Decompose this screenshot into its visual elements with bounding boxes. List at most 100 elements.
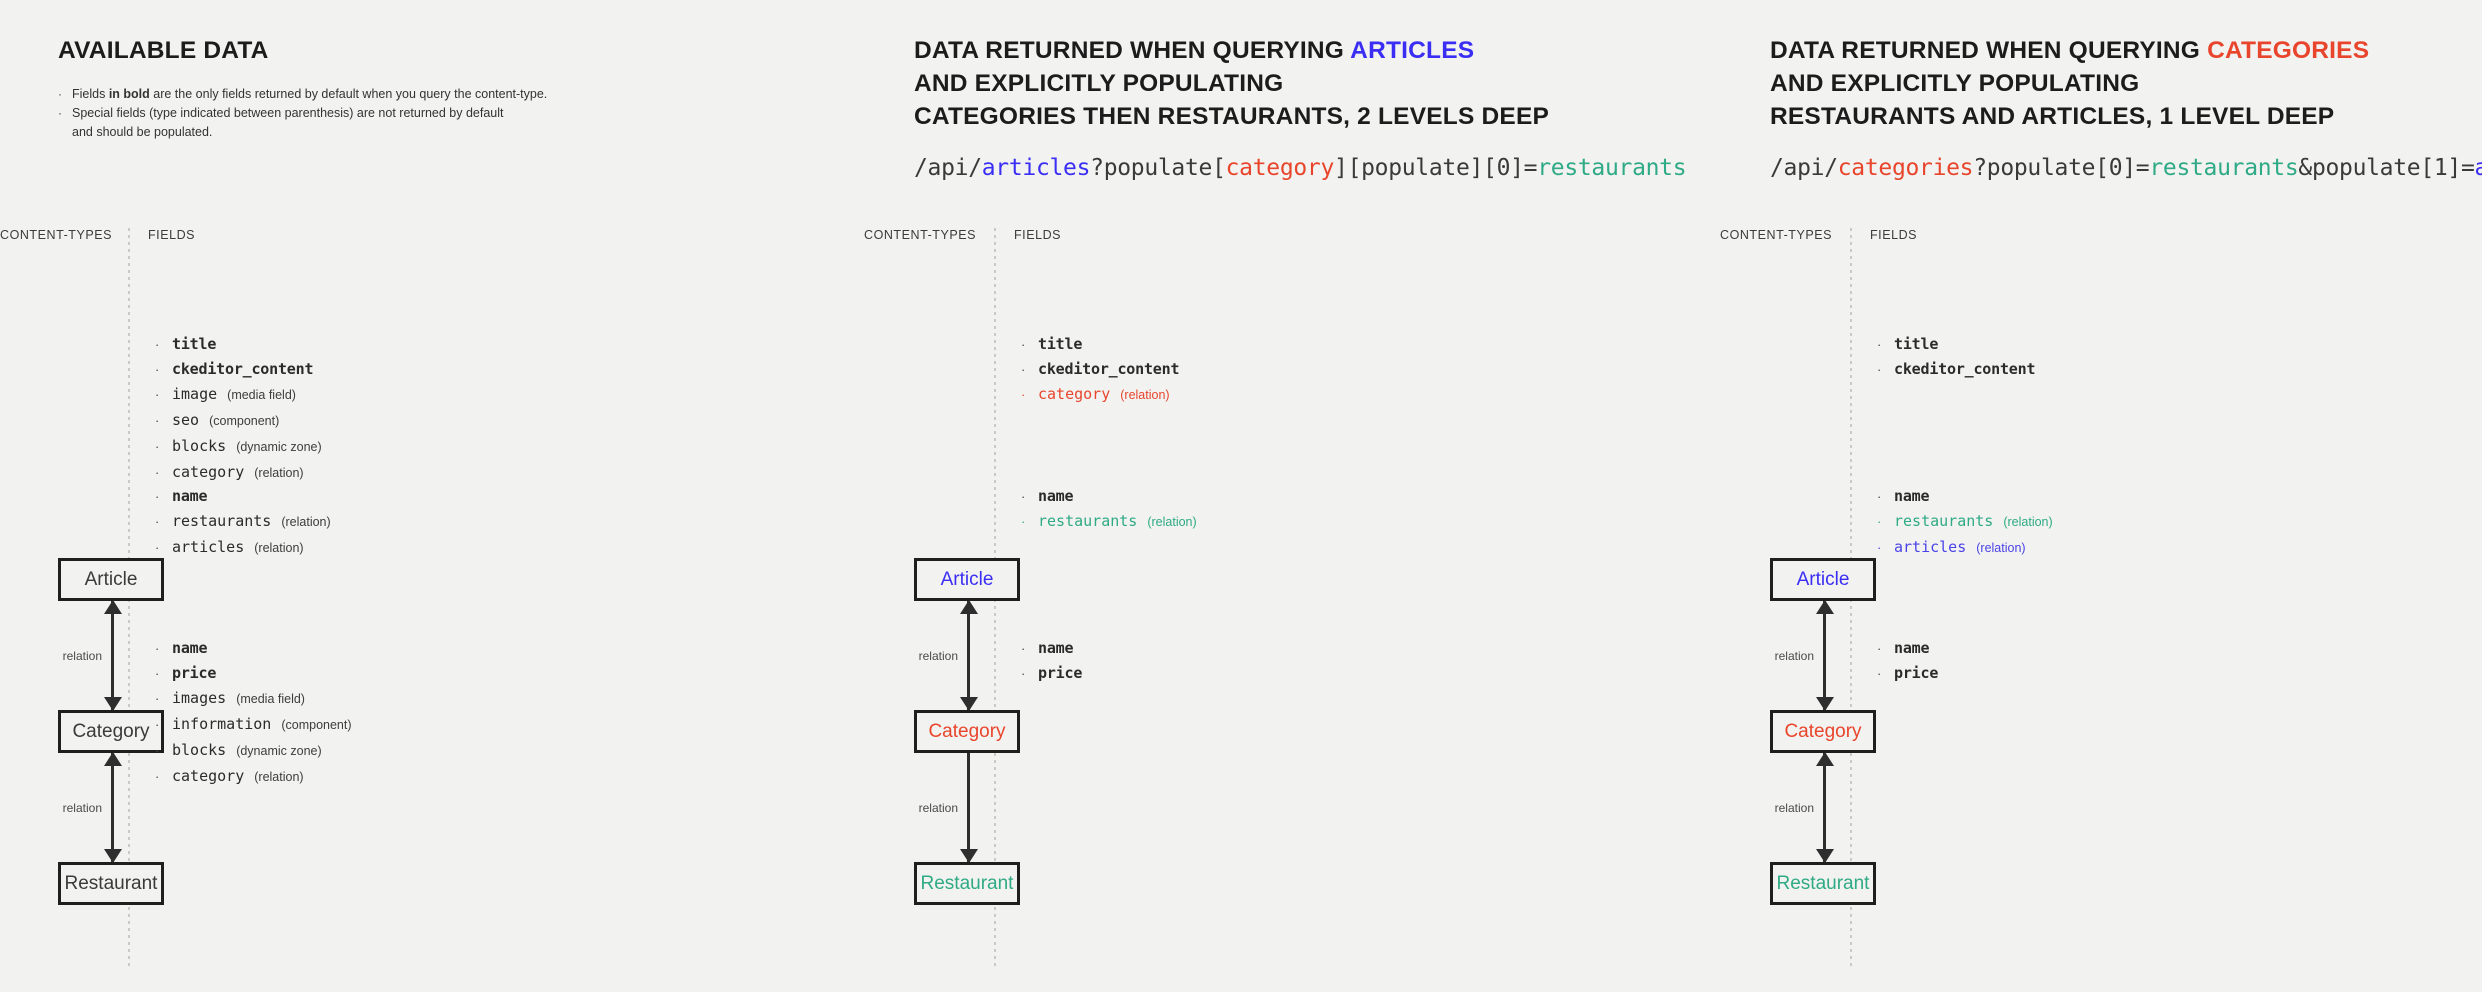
- field-name: image: [172, 385, 218, 403]
- column-header-fields: FIELDS: [148, 228, 196, 242]
- bullet-dot-icon: ·: [1021, 489, 1026, 504]
- field-type: (dynamic zone): [236, 440, 322, 454]
- field-name: price: [1894, 664, 1939, 682]
- content-type-box-article[interactable]: Article: [58, 558, 164, 601]
- content-type-box-article[interactable]: Article: [1770, 558, 1876, 601]
- panel-title-line: DATA RETURNED WHEN QUERYING ARTICLES: [914, 34, 1686, 67]
- bullet-dot-icon: ·: [155, 413, 160, 428]
- field-type: (relation): [254, 466, 304, 480]
- bullet-dot-icon: ·: [1021, 514, 1026, 529]
- field-name: name: [1894, 639, 1930, 657]
- field-list: ·name·restaurants(relation)·articles(rel…: [1877, 484, 2053, 561]
- field-item: ·seo(component): [155, 408, 322, 434]
- relation-label: relation: [918, 646, 964, 665]
- api-segment: categories: [1837, 155, 1974, 181]
- column-header-content-types: CONTENT-TYPES: [1720, 228, 1833, 242]
- bullet-dot-icon: ·: [1021, 641, 1026, 656]
- field-name: title: [1038, 335, 1083, 353]
- content-type-box-restaurant[interactable]: Restaurant: [58, 862, 164, 905]
- bullet-dot-icon: ·: [1877, 489, 1882, 504]
- field-list: · name ·price: [1877, 636, 1938, 686]
- field-name: title: [1894, 335, 1939, 353]
- content-type-box-category[interactable]: Category: [1770, 710, 1876, 753]
- field-list: ·title·ckeditor_content·category(relatio…: [1021, 332, 1179, 408]
- field-type: (relation): [2003, 515, 2053, 529]
- relation-arrow: [111, 601, 114, 710]
- relation-label: relation: [62, 798, 108, 817]
- field-type: (relation): [281, 515, 331, 529]
- field-name: name: [1038, 639, 1074, 657]
- field-name: price: [1038, 664, 1083, 682]
- bullet-dot-icon: ·: [155, 465, 160, 480]
- bullet-dot-icon: ·: [155, 514, 160, 529]
- title-segment: ARTICLES: [1350, 37, 1475, 64]
- relation-arrow: [967, 601, 970, 710]
- note-item: ·Fields in bold are the only fields retu…: [58, 85, 547, 104]
- api-segment: &populate[1]=: [2298, 155, 2475, 181]
- title-segment: AND EXPLICITLY POPULATING: [914, 70, 1284, 97]
- field-name: name: [1894, 487, 1930, 505]
- bullet-dot-icon: ·: [155, 489, 160, 504]
- api-endpoint: /api/categories?populate[0]=restaurants&…: [1770, 155, 2482, 181]
- bullet-dot-icon: ·: [155, 691, 160, 706]
- field-name: name: [172, 487, 208, 505]
- content-type-box-category[interactable]: Category: [58, 710, 164, 753]
- note-item: ·Special fields (type indicated between …: [58, 104, 547, 123]
- field-name: images: [172, 689, 227, 707]
- field-type: (relation): [1120, 388, 1170, 402]
- content-type-box-article[interactable]: Article: [914, 558, 1020, 601]
- title-segment: DATA RETURNED WHEN QUERYING: [1770, 37, 2208, 64]
- bullet-dot-icon: ·: [1021, 666, 1026, 681]
- panel-title-line: AND EXPLICITLY POPULATING: [1770, 67, 2482, 100]
- bullet-dot-icon: ·: [155, 387, 160, 402]
- field-name: articles: [172, 538, 245, 556]
- field-name: title: [172, 335, 217, 353]
- title-segment: DATA RETURNED WHEN QUERYING: [914, 37, 1351, 64]
- field-item: · title: [155, 332, 322, 357]
- field-type: (relation): [254, 770, 304, 784]
- field-item: ·blocks(dynamic zone): [155, 434, 322, 460]
- bullet-dot-icon: ·: [58, 87, 62, 101]
- panel-title-line: DATA RETURNED WHEN QUERYING CATEGORIES: [1770, 34, 2482, 67]
- field-item: ·articles(relation): [1877, 535, 2053, 561]
- bullet-dot-icon: ·: [1021, 387, 1026, 402]
- bullet-dot-icon: ·: [1877, 514, 1882, 529]
- content-type-box-restaurant[interactable]: Restaurant: [1770, 862, 1876, 905]
- bullet-dot-icon: ·: [155, 337, 160, 352]
- field-item: ·articles(relation): [155, 535, 331, 561]
- bullet-dot-icon: ·: [155, 362, 160, 377]
- note-emphasis: in bold: [108, 87, 150, 101]
- field-type: (media field): [227, 388, 296, 402]
- bullet-dot-icon: ·: [58, 106, 62, 120]
- api-segment: /api/: [1770, 155, 1838, 181]
- field-name: ckeditor_content: [172, 360, 314, 378]
- column-header-fields: FIELDS: [1014, 228, 1062, 242]
- title-segment: CATEGORIES: [2207, 37, 2370, 64]
- panel-query-articles: DATA RETURNED WHEN QUERYING ARTICLES AND …: [856, 0, 1712, 992]
- content-type-box-restaurant[interactable]: Restaurant: [914, 862, 1020, 905]
- field-item: · image (media field): [155, 382, 322, 408]
- bullet-dot-icon: ·: [1021, 362, 1026, 377]
- field-item: ·name: [155, 636, 352, 661]
- bullet-dot-icon: ·: [1021, 337, 1026, 352]
- field-type: (component): [281, 718, 352, 732]
- field-list: ·title·ckeditor_content: [1877, 332, 2035, 382]
- panel-title-line: CATEGORIES THEN RESTAURANTS, 2 LEVELS DE…: [914, 100, 1686, 133]
- field-name: category: [172, 463, 245, 481]
- content-type-box-category[interactable]: Category: [914, 710, 1020, 753]
- field-item: ·images(media field): [155, 686, 352, 712]
- field-type: (relation): [1147, 515, 1197, 529]
- bullet-dot-icon: ·: [155, 439, 160, 454]
- bullet-dot-icon: ·: [155, 743, 160, 758]
- field-item: ·price: [1877, 661, 1938, 686]
- field-item: ·ckeditor_content: [1877, 357, 2035, 382]
- field-list: ·name·restaurants(relation)·articles(rel…: [155, 484, 331, 561]
- bullet-dot-icon: ·: [1877, 641, 1882, 656]
- field-list: ·name·price·images(media field)·informat…: [155, 636, 352, 790]
- field-name: blocks: [172, 741, 227, 759]
